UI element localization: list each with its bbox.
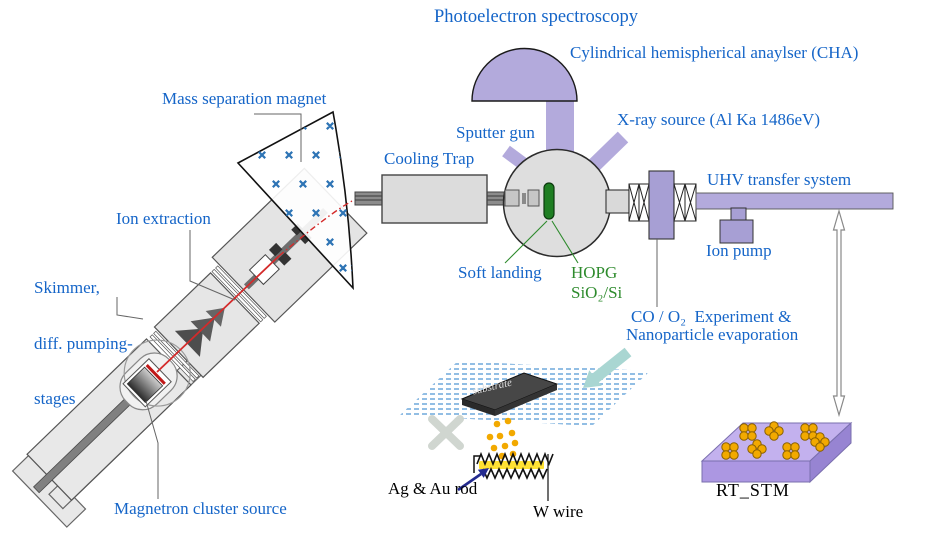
label-magnetron-cluster-source: Magnetron cluster source xyxy=(114,499,287,518)
ion-beam-line xyxy=(156,255,280,373)
transfer-section xyxy=(605,170,894,244)
label-w-wire: W wire xyxy=(533,502,584,521)
beam-optic xyxy=(504,189,520,207)
label-photoelectron-spectroscopy: Photoelectron spectroscopy xyxy=(434,7,638,27)
label-skimmer-line1: Skimmer, xyxy=(34,278,100,297)
beam-optic xyxy=(522,193,526,204)
cluster xyxy=(782,442,800,460)
gate-valve xyxy=(648,170,675,240)
label-skimmer-line3: stages xyxy=(34,389,76,408)
cooling-trap xyxy=(354,174,508,224)
ion-beam-curve xyxy=(278,199,360,257)
label-skimmer-stages: Skimmer, diff. pumping- stages xyxy=(34,242,133,427)
label-skimmer-line2: diff. pumping- xyxy=(34,333,133,353)
uhv-transfer-bar xyxy=(695,192,894,210)
w-wire-coil-bottom xyxy=(482,467,548,480)
magnetron-magnet xyxy=(126,366,164,404)
slab-side xyxy=(809,421,852,484)
extraction-clamp xyxy=(277,252,292,266)
cluster xyxy=(764,421,784,441)
hopg-leader xyxy=(551,220,579,264)
evaporation-direction-arrow xyxy=(583,347,632,388)
cha-hemisphere xyxy=(471,47,578,102)
bellows-left xyxy=(628,183,650,222)
label-ag-au-rod: Ag & Au rod xyxy=(388,479,478,498)
label-ion-pump: Ion pump xyxy=(706,241,772,260)
label-mass-separation-magnet: Mass separation magnet xyxy=(162,89,327,108)
ag-au-arrow-head xyxy=(477,468,489,478)
skimmer-leader xyxy=(116,297,144,320)
cluster xyxy=(721,442,739,460)
analysis-chamber xyxy=(502,148,612,258)
substrate-plate-front xyxy=(462,399,495,416)
transfer-double-arrow xyxy=(832,208,846,418)
sample-holder xyxy=(543,182,555,220)
substrate-plate-side xyxy=(495,384,557,416)
extraction-clamp xyxy=(268,242,283,257)
label-uhv-transfer-system: UHV transfer system xyxy=(707,170,852,189)
sample-leaders xyxy=(504,220,579,264)
nanoparticle-clusters xyxy=(721,421,830,460)
ion-pump-stem xyxy=(730,207,747,221)
crossed-out-icon xyxy=(428,415,464,450)
mass-separation-magnet-sector xyxy=(236,110,354,291)
label-cooling-trap: Cooling Trap xyxy=(384,149,475,168)
evaporation-setup xyxy=(400,347,650,501)
label-co-o2-experiment: CO / O₂ Experiment & xyxy=(631,307,792,326)
ion-pump-body xyxy=(719,219,754,244)
ag-au-rod-bar xyxy=(479,461,544,469)
chamber-body xyxy=(502,148,612,258)
label-ion-extraction: Ion extraction xyxy=(116,209,211,228)
ag-au-arrow-shaft xyxy=(457,472,482,492)
label-cha: Cylindrical hemispherical anaylser (CHA) xyxy=(570,43,859,62)
beam-optic xyxy=(527,189,540,207)
slab-front xyxy=(701,460,811,483)
cluster xyxy=(747,439,767,459)
ion-extraction-leader xyxy=(189,230,236,301)
evaporated-atoms xyxy=(486,417,519,460)
bellows-right xyxy=(673,183,697,222)
tube-stripes xyxy=(355,195,382,201)
label-xray-source: X-ray source (Al Ka 1486eV) xyxy=(617,110,820,129)
label-rt-stm: RT_STM xyxy=(716,480,790,500)
cluster xyxy=(810,432,830,452)
beam-tube xyxy=(354,191,383,206)
stm-sample-slab xyxy=(700,421,853,484)
magnet-leader xyxy=(254,113,302,162)
label-soft-landing: Soft landing xyxy=(458,263,542,282)
label-nanoparticle-evaporation: Nanoparticle evaporation xyxy=(626,325,799,344)
sputter-target xyxy=(145,364,166,385)
label-sio2-si: SiO₂/Si xyxy=(571,283,623,302)
w-wire-coil-top xyxy=(476,451,554,467)
cluster xyxy=(739,423,757,441)
leader-lines xyxy=(116,113,658,499)
cooling-trap-box xyxy=(381,174,488,224)
magnetron-leader xyxy=(145,400,159,499)
label-sputter-gun: Sputter gun xyxy=(456,123,535,142)
label-hopg: HOPG xyxy=(571,263,618,282)
rod-mount-bracket xyxy=(473,455,481,473)
chamber-port xyxy=(605,189,630,214)
soft-landing-leader xyxy=(504,220,548,264)
